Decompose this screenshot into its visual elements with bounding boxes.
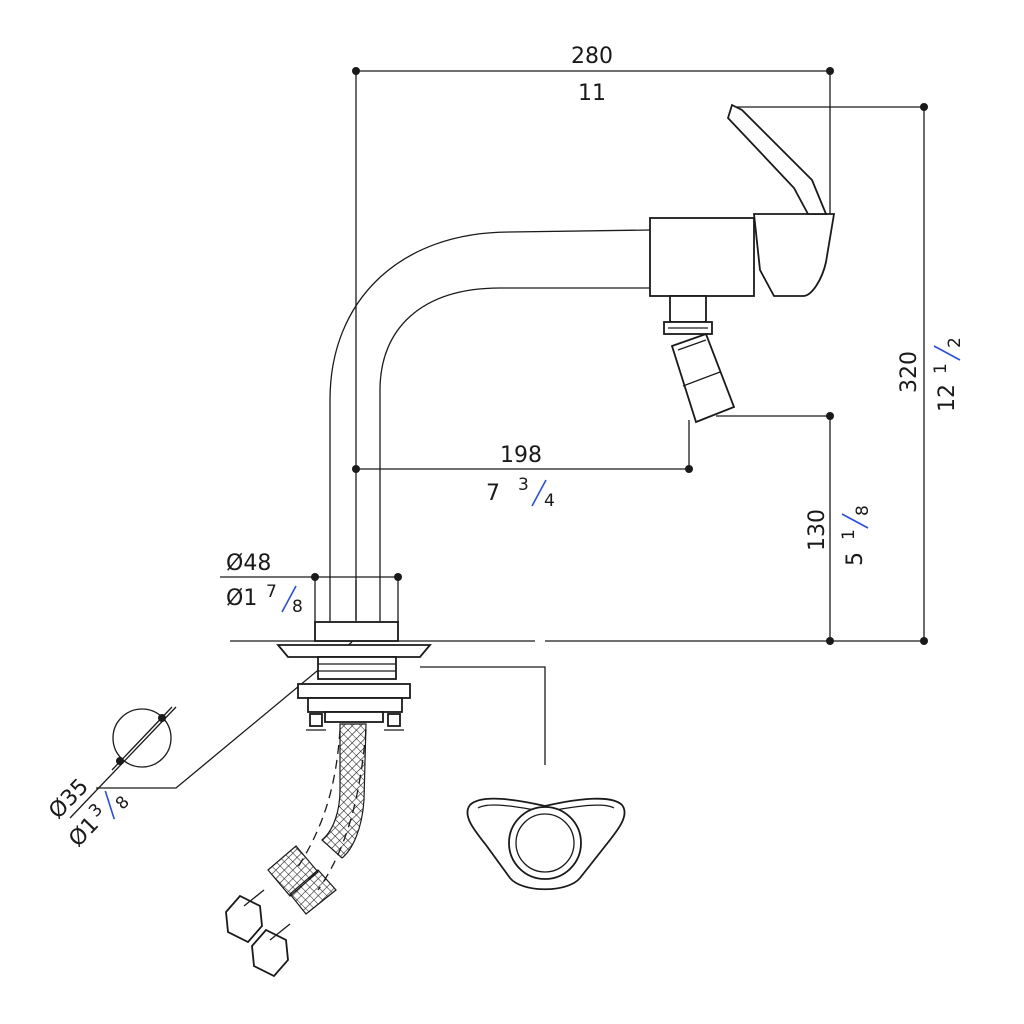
reach-in-den: 4 — [544, 491, 555, 511]
base-diameter-in-num: 7 — [266, 582, 277, 602]
height-mm-label: 320 — [897, 351, 922, 393]
reach-in-num: 3 — [518, 475, 529, 495]
height-in-den: 2 — [945, 337, 965, 348]
reach-in-whole: 7 — [486, 481, 500, 506]
base-diameter-mm-label: Ø48 — [226, 551, 271, 576]
spout-height-in-den: 8 — [853, 505, 873, 516]
reach-mm-label: 198 — [500, 443, 542, 468]
base-plan-view — [466, 797, 626, 891]
faucet-body — [276, 103, 836, 731]
hole-diameter-in-den: 8 — [112, 792, 134, 814]
spout-height-in-whole: 5 — [843, 552, 868, 566]
height-in-whole: 12 — [935, 384, 960, 412]
width-mm-label: 280 — [571, 44, 613, 69]
spout-height-in-num: 1 — [839, 529, 859, 540]
dimension-labels: 280 11 198 7 3 4 Ø48 Ø1 7 8 320 12 1 2 1… — [44, 44, 965, 852]
dimension-lines — [69, 67, 928, 819]
base-diameter-in-den: 8 — [292, 597, 303, 617]
supply-hoses — [225, 723, 367, 978]
width-in-label: 11 — [578, 81, 606, 106]
base-diameter-in-whole: Ø1 — [226, 586, 257, 611]
height-in-num: 1 — [931, 363, 951, 374]
spout-height-mm-label: 130 — [805, 509, 830, 551]
